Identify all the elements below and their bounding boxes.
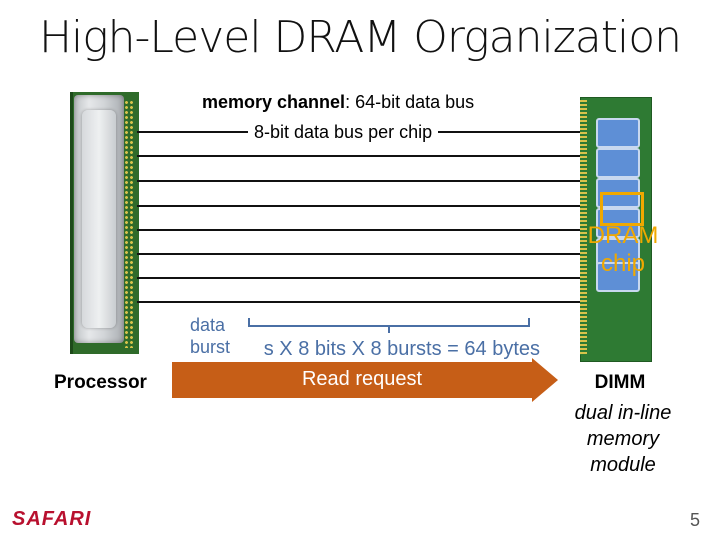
burst-bracket-left — [248, 318, 250, 327]
bus-line — [137, 205, 580, 207]
bus-line — [137, 277, 580, 279]
page-number: 5 — [690, 510, 701, 530]
processor-lid-inner — [82, 110, 116, 328]
burst-bracket-right — [528, 318, 530, 327]
dram-label-line1: DRAM — [587, 222, 659, 249]
bus-line — [137, 229, 580, 231]
read-request-label: Read request — [301, 368, 423, 390]
dram-chip — [596, 118, 640, 148]
bus-line — [137, 301, 580, 303]
memory-channel-desc: : 64-bit data bus — [345, 92, 475, 112]
dram-label-line2: chip — [600, 250, 646, 277]
dimm-contacts — [580, 100, 587, 355]
read-request-arrow — [172, 362, 532, 398]
read-request-arrow-head — [532, 358, 558, 402]
data-burst-line1: data — [190, 315, 226, 335]
burst-bracket-center — [388, 326, 390, 333]
bus-line — [137, 155, 580, 157]
safari-logo: SAFARI — [12, 508, 92, 530]
dram-chip-highlight — [600, 192, 644, 226]
dimm-subtitle: dual in-line memory module — [548, 400, 698, 478]
dram-chip — [596, 148, 640, 178]
bus-line — [137, 253, 580, 255]
memory-channel-term: memory channel — [202, 92, 346, 112]
dimm-subtitle-line3: module — [590, 454, 656, 476]
chip-bus-label: 8-bit data bus per chip — [248, 122, 439, 143]
dimm-title: DIMM — [594, 372, 646, 393]
processor-label: Processor — [54, 372, 147, 393]
memory-channel-label: memory channel: 64-bit data bus — [200, 92, 477, 113]
data-burst-line2: burst — [190, 337, 231, 357]
dimm-subtitle-line2: memory — [586, 428, 660, 450]
dram-chip — [596, 262, 640, 292]
burst-calculation: s X 8 bits X 8 bursts = 64 bytes — [240, 338, 540, 361]
dimm-subtitle-line1: dual in-line — [574, 402, 672, 424]
bus-line — [137, 180, 580, 182]
processor-contacts — [124, 100, 134, 348]
slide-title: High-Level DRAM Organization — [38, 12, 682, 63]
